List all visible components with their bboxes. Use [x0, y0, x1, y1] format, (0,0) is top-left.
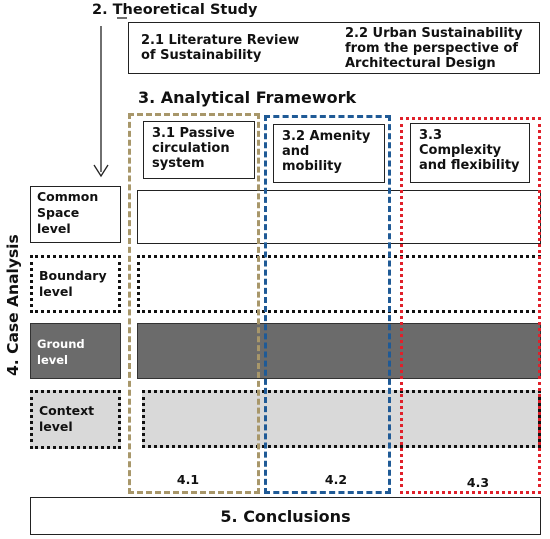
column-header-amenity-mobility: 3.2 Amenity and mobility — [273, 124, 385, 183]
conclusions-box: 5. Conclusions — [30, 497, 541, 535]
case-analysis-label: 4. Case Analysis — [4, 234, 22, 376]
column-number-4-1: 4.1 — [176, 472, 200, 487]
column-header-complexity-flexibility: 3.3 Complexity and flexibility — [410, 123, 530, 183]
analytical-framework-title: 3. Analytical Framework — [138, 88, 357, 107]
column-number-4-2: 4.2 — [324, 472, 348, 487]
conclusions-title: 5. Conclusions — [220, 506, 351, 526]
theoretical-study-title: 2. Theoretical Study — [92, 2, 258, 18]
level-context: Context level — [30, 390, 121, 449]
row-context — [142, 390, 541, 448]
level-boundary: Boundary level — [30, 255, 121, 313]
level-common-space: Common Space level — [30, 186, 121, 243]
row-common-space — [137, 190, 541, 244]
level-ground: Ground level — [30, 323, 121, 379]
row-boundary — [137, 255, 541, 313]
down-arrow-icon — [93, 164, 109, 178]
column-header-passive-circulation: 3.1 Passive circulation system — [143, 121, 255, 179]
literature-review-item: 2.1 Literature Review of Sustainability — [141, 33, 300, 63]
column-passive-circulation — [128, 113, 260, 494]
column-number-4-3: 4.3 — [466, 475, 490, 490]
row-ground — [137, 323, 541, 379]
column-amenity-mobility — [264, 115, 391, 494]
theoretical-study-box: 2.1 Literature Review of Sustainability … — [128, 22, 540, 74]
urban-sustainability-item: 2.2 Urban Sustainability from the perspe… — [345, 26, 523, 71]
column-complexity-flexibility — [400, 117, 541, 494]
